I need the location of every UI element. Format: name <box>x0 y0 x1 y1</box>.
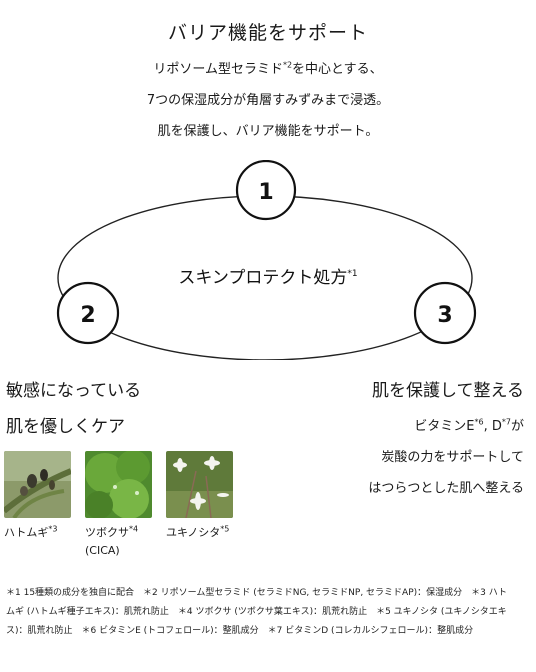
node-1-circle <box>235 160 297 221</box>
tsubokusa-sup: *4 <box>129 524 139 534</box>
node-1-label: 1 <box>258 180 273 205</box>
tsubokusa-photo <box>85 451 152 518</box>
hatomugi-name: ハトムギ <box>4 526 49 539</box>
footnote-line-2: ムギ (ハトムギ種子エキス)：肌荒れ防止 ＊4 ツボクサ (ツボクサ葉エキス)：… <box>6 607 507 617</box>
lead-line-1-tail: を中心とする、 <box>292 62 383 77</box>
lead-line-2: 7つの保湿成分が角層すみずみまで浸透。 <box>146 93 390 108</box>
tsubokusa-name: ツボクサ <box>85 526 129 539</box>
formula-diagram: 1 2 3 スキンプロテクト処方*1 <box>56 160 477 360</box>
hatomugi-sup: *3 <box>48 524 58 534</box>
right-line-1-sup2: *7 <box>501 417 511 427</box>
hatomugi-caption: ハトムギ*3 <box>4 524 57 540</box>
hatomugi-photo <box>4 451 71 518</box>
yukinoshita-name: ユキノシタ <box>166 526 221 539</box>
formula-name: スキンプロテクト処方*1 <box>178 268 357 288</box>
lead-line-1: リポソーム型セラミド*2を中心とする、 <box>0 58 536 77</box>
left-heading-1: 敏感になっている <box>6 381 142 401</box>
node-2-circle <box>56 281 120 345</box>
node-1: 1 <box>235 160 297 221</box>
right-line-1-c: が <box>510 419 524 434</box>
footnotes: ＊1 15種類の成分を独自に配合 ＊2 リポソーム型セラミド (セラミドNG, … <box>6 584 530 641</box>
yukinoshita-caption: ユキノシタ*5 <box>166 524 229 540</box>
node-2-label: 2 <box>80 303 95 328</box>
right-line-1-sup1: *6 <box>474 417 484 427</box>
left-heading-2: 肌を優しくケア <box>6 417 125 437</box>
right-heading: 肌を保護して整える <box>372 381 524 401</box>
yukinoshita-sup: *5 <box>220 524 230 534</box>
lead-line-1-sup: *2 <box>282 60 293 70</box>
right-line-3: はつらつとした肌へ整える <box>368 481 524 496</box>
right-line-1-a: ビタミンE <box>414 419 475 434</box>
node-3-label: 3 <box>437 303 452 328</box>
node-2: 2 <box>56 281 120 345</box>
right-line-2: 炭酸の力をサポートして <box>381 450 524 465</box>
node-3-circle <box>413 281 477 345</box>
lead-line-1-text: リポソーム型セラミド <box>153 62 283 77</box>
page-title: バリア機能をサポート <box>167 22 368 44</box>
tsubokusa-sub: (CICA) <box>85 544 120 557</box>
formula-name-text: スキンプロテクト処方 <box>178 268 347 288</box>
right-line-1-b: , D <box>483 419 502 434</box>
lead-line-3: 肌を保護し、バリア機能をサポート。 <box>157 124 379 139</box>
formula-name-sup: *1 <box>347 269 357 279</box>
right-line-1: ビタミンE*6, D*7が <box>414 415 524 434</box>
tsubokusa-caption: ツボクサ*4 (CICA) <box>85 524 138 557</box>
node-3: 3 <box>413 281 477 345</box>
yukinoshita-photo <box>166 451 233 518</box>
footnote-line-1: ＊1 15種類の成分を独自に配合 ＊2 リポソーム型セラミド (セラミドNG, … <box>6 588 507 598</box>
footnote-line-3: ス)：肌荒れ防止 ＊6 ビタミンE (トコフェロール)：整肌成分 ＊7 ビタミン… <box>6 626 474 636</box>
